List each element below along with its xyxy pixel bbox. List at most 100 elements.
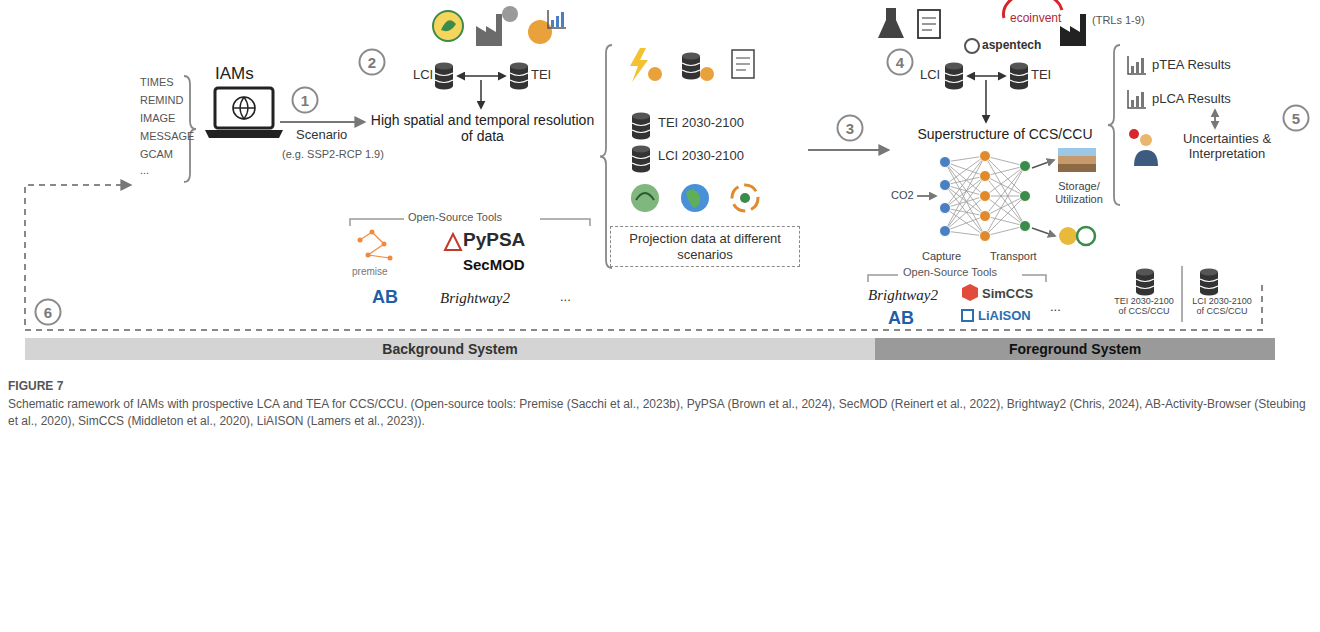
globe-lines — [233, 97, 255, 119]
database-top — [945, 63, 963, 70]
model-name: GCAM — [140, 148, 173, 161]
database-stripe — [510, 73, 528, 83]
tool-logo: SimCCS — [982, 287, 1033, 302]
callout-number: 2 — [368, 54, 376, 71]
document-lines — [736, 58, 750, 70]
model-name: MESSAGE — [140, 130, 194, 143]
chart-bar — [561, 12, 564, 27]
block-title: IAMs — [215, 64, 254, 84]
database-top — [682, 53, 700, 60]
utilization-recycle — [1077, 227, 1095, 245]
tool-logo: ecoinvent — [1010, 12, 1061, 26]
data-label: TEI 2030-2100 — [658, 116, 744, 131]
circle-shape — [293, 88, 318, 113]
network-link — [945, 231, 985, 236]
network-link — [945, 196, 985, 231]
utilization-arrow — [1032, 228, 1055, 236]
tool-logo: Brightway2 — [868, 287, 938, 304]
network-link — [985, 176, 1025, 196]
flask-icon — [878, 8, 904, 38]
network-link — [985, 196, 1025, 216]
data-label: TEI 2030-2100 of CCS/CCU — [1112, 296, 1176, 317]
arrow-label: (e.g. SSP2-RCP 1.9) — [282, 148, 384, 161]
database-label: LCI — [920, 68, 940, 83]
network-link — [945, 196, 985, 208]
renewable-icon — [433, 11, 463, 41]
network-node — [1020, 221, 1031, 232]
tool-logo: AB — [888, 308, 914, 329]
stage-label: Transport — [990, 250, 1037, 263]
premise-dot — [388, 256, 393, 261]
earth-icon — [681, 184, 709, 212]
liaison-glyph — [962, 310, 973, 321]
network-node — [940, 180, 951, 191]
co2-input-arrow — [917, 195, 936, 197]
step-number: 3 — [836, 114, 864, 142]
network-link — [945, 156, 985, 231]
chart-bar — [556, 16, 559, 27]
report-icon — [918, 10, 940, 38]
network-node — [980, 211, 991, 222]
network-link — [985, 226, 1025, 236]
tool-logo: aspentech — [982, 39, 1041, 53]
premise-link — [368, 244, 384, 255]
database-top — [510, 63, 528, 70]
model-name: ... — [140, 164, 149, 177]
factory-icon — [476, 14, 502, 46]
network-link — [945, 176, 985, 231]
database-top — [632, 146, 650, 153]
database-top — [632, 113, 650, 120]
storage-layer-1 — [1058, 148, 1096, 156]
circle-shape — [1284, 106, 1309, 131]
cost-database — [682, 53, 700, 80]
tei-database-ccs — [1010, 63, 1028, 90]
step-number: 1 — [291, 86, 319, 114]
storage-layer-3 — [1058, 164, 1096, 172]
database-bottom — [945, 83, 963, 90]
cycle-icon — [732, 185, 758, 211]
database-bottom — [510, 83, 528, 90]
database-top — [1010, 63, 1028, 70]
chart-bar — [1131, 66, 1134, 73]
results-brace — [1108, 45, 1120, 205]
database-stripe — [435, 73, 453, 83]
tool-logo: SecMOD — [463, 256, 525, 273]
earth-land — [686, 189, 700, 208]
growth-chart-icon — [548, 10, 566, 28]
callout-number: 4 — [896, 54, 904, 71]
chart-bar — [1141, 92, 1144, 107]
tei-projection-database — [632, 113, 650, 140]
database-stripe — [682, 63, 700, 73]
database-stripe — [632, 123, 650, 133]
chart-bar — [1131, 100, 1134, 107]
lci-projection-database — [632, 146, 650, 173]
aspentech-mark — [965, 39, 979, 53]
database-separator — [1181, 266, 1182, 322]
node-text: Background System — [382, 341, 517, 357]
network-node — [980, 231, 991, 242]
data-label: LCI 2030-2100 — [658, 149, 744, 164]
question-badge — [1129, 129, 1139, 139]
co2-cloud — [502, 6, 518, 22]
network-link — [985, 166, 1025, 236]
person-head — [1140, 134, 1152, 146]
network-link — [945, 156, 985, 208]
cost-coin-2 — [700, 67, 714, 81]
network-node — [1020, 191, 1031, 202]
callout-number: 6 — [44, 304, 52, 321]
network-node — [940, 226, 951, 237]
database-bottom — [435, 83, 453, 90]
network-node — [940, 203, 951, 214]
tool-logo: AB — [372, 287, 398, 308]
chart-axis — [1128, 90, 1146, 108]
stage-label: Storage/ Utilization — [1049, 180, 1109, 205]
superstructure-arrow — [985, 80, 987, 122]
feedback-loop-arrow — [25, 185, 1262, 330]
step-number: 4 — [886, 48, 914, 76]
projection-arrow — [808, 149, 888, 151]
database-bottom — [682, 73, 700, 80]
chart-axis — [548, 10, 566, 28]
chart-axis — [1128, 56, 1146, 74]
land-icon — [631, 184, 659, 212]
